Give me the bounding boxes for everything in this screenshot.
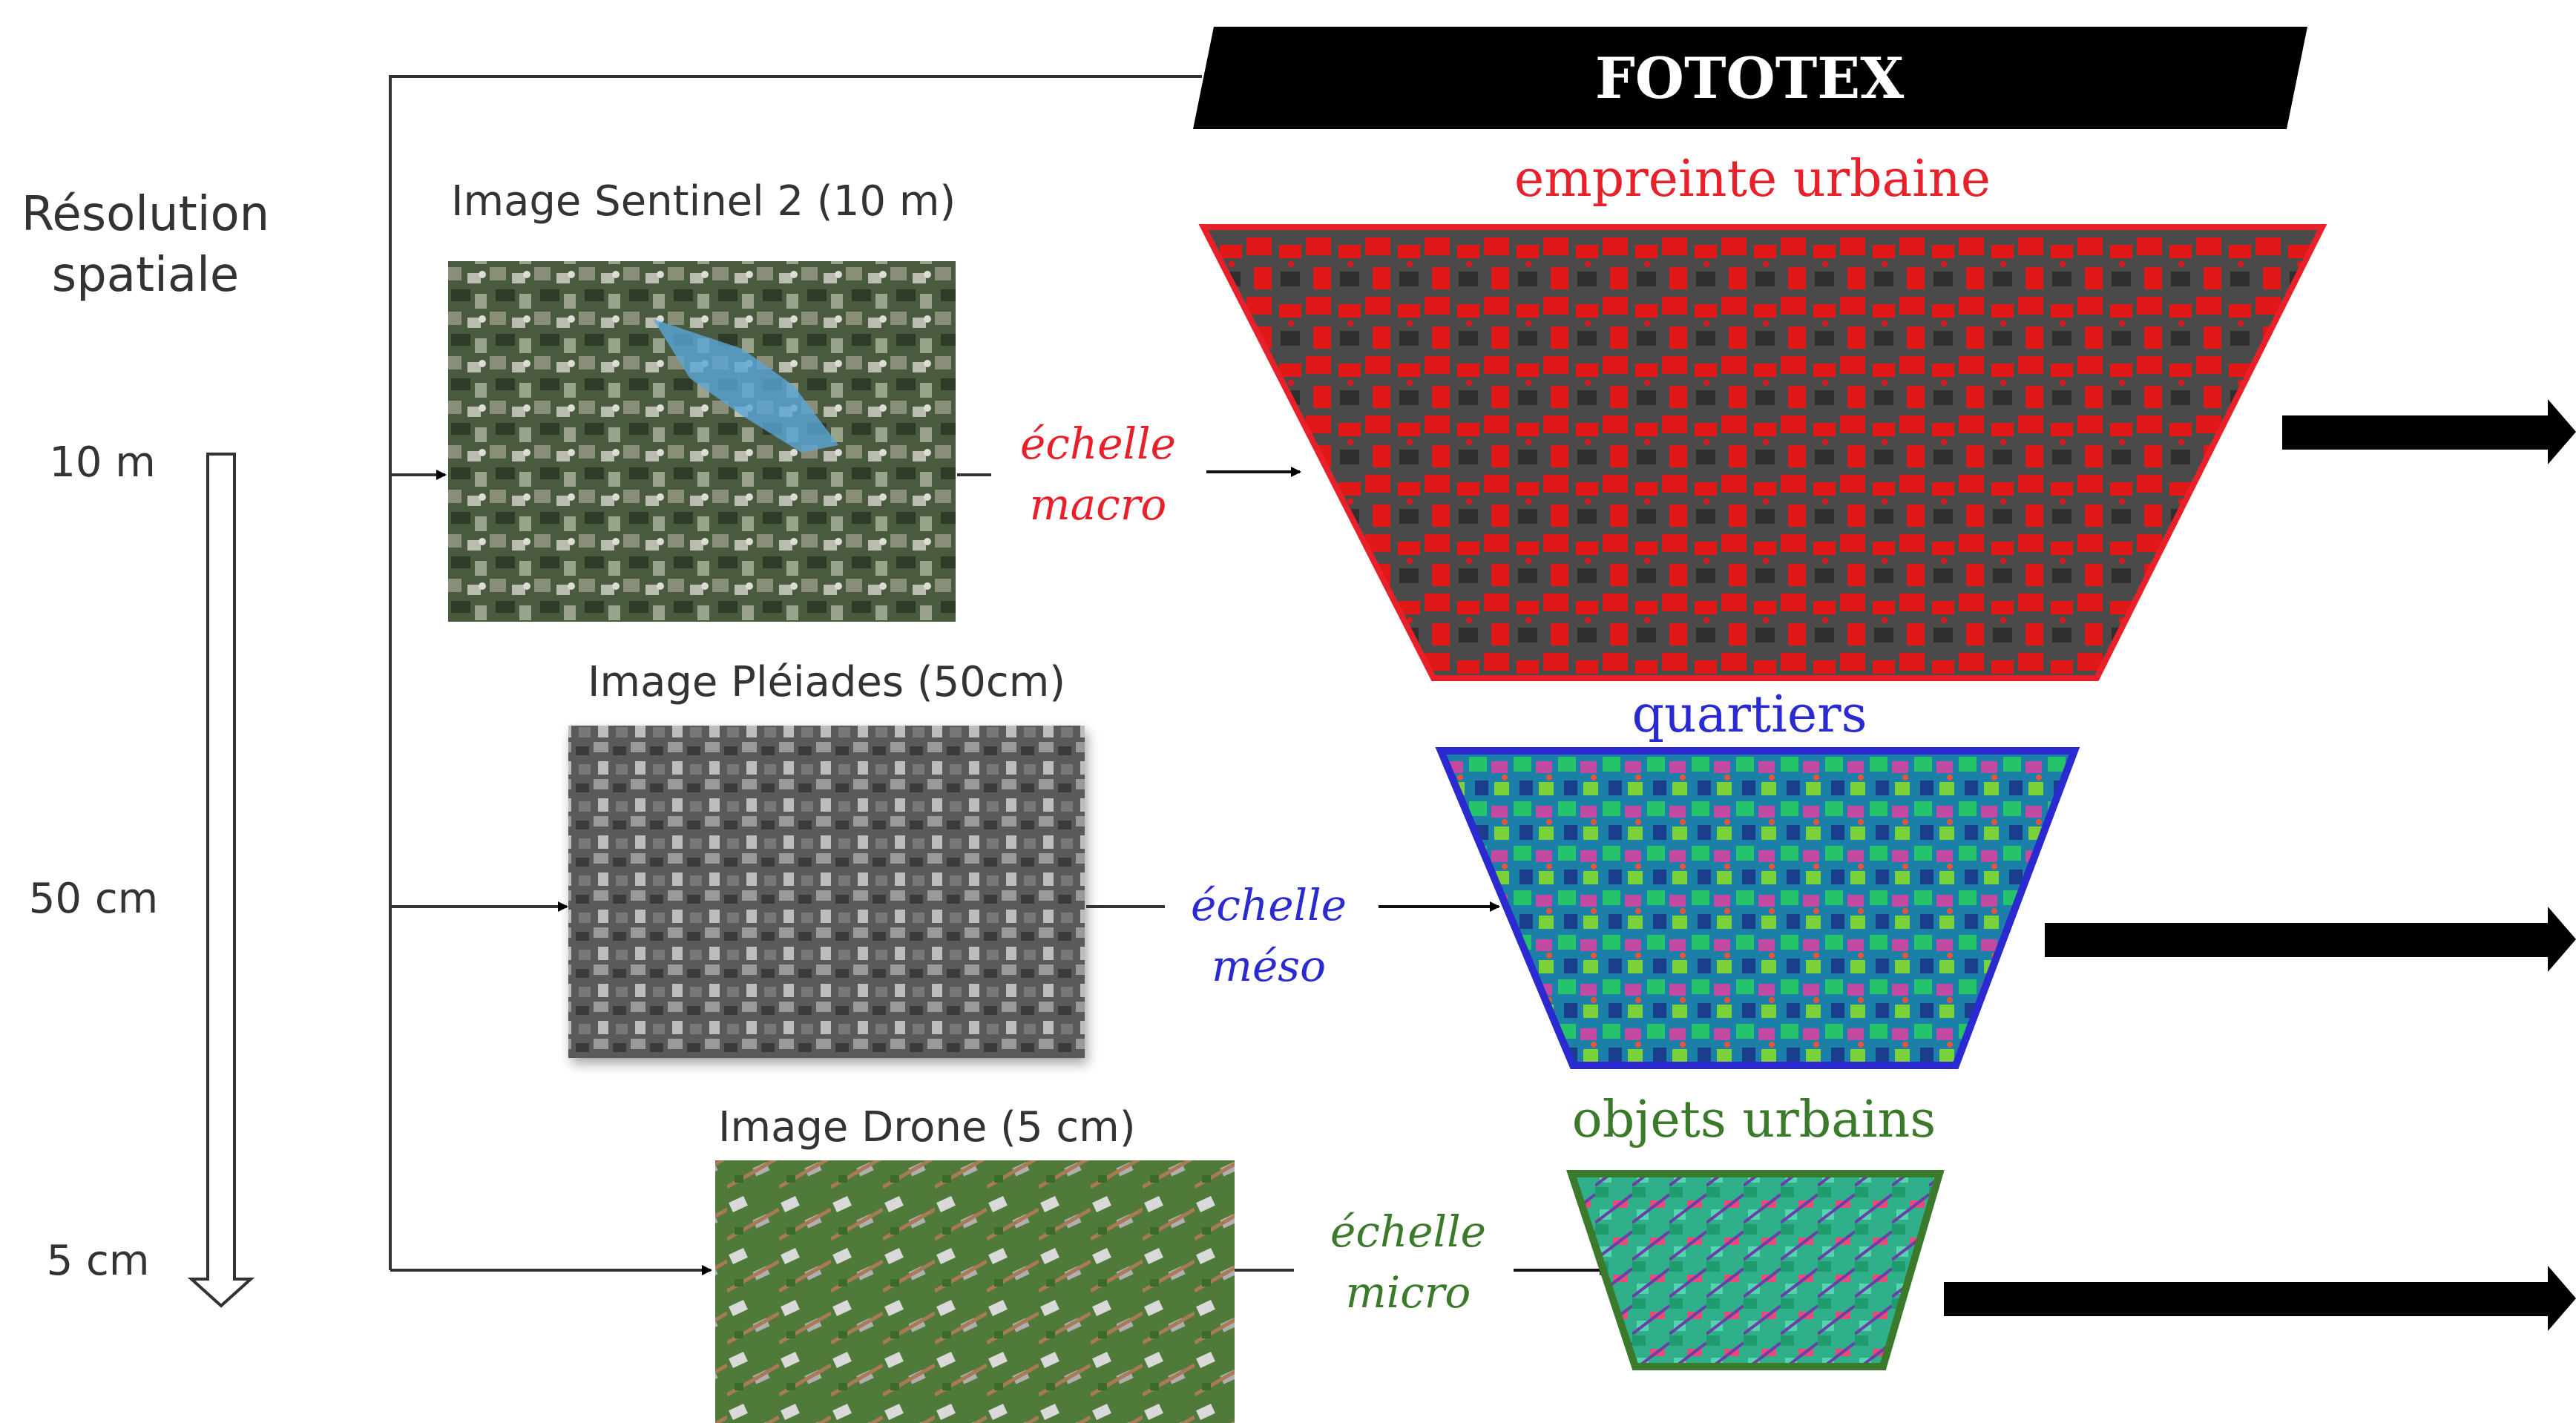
scale-macro: échelle macro [1020,418,1176,530]
fototex-banner: FOTOTEX [1193,27,2307,129]
source-pleiades-label: Image Pléiades (50cm) [588,658,1065,706]
scale-meso-line1: échelle [1191,880,1347,930]
right-arrows [1944,399,2576,1331]
banner-shape [1193,27,2307,129]
output-meso-title: quartiers [1632,686,1867,744]
source-sentinel: Image Sentinel 2 (10 m) [448,177,956,622]
banner-title: FOTOTEX [1595,45,1904,111]
output-micro: objets urbains [1566,1091,1945,1370]
axis-tick-10m: 10 m [49,438,156,487]
right-arrow-icon-3 [1944,1266,2576,1331]
image-to-scale-lines [957,473,1294,1272]
pleiades-image [568,726,1085,1058]
axis-title-line1: Résolution [22,187,269,242]
output-meso: quartiers [1435,686,2080,1069]
right-arrow-icon-2 [2045,907,2576,972]
output-micro-image [1566,1170,1945,1370]
sentinel-image [448,261,956,622]
source-sentinel-label: Image Sentinel 2 (10 m) [451,177,956,226]
down-arrow-icon [187,453,255,1308]
source-pleiades: Image Pléiades (50cm) [568,658,1085,1058]
source-drone: Image Drone (5 cm) [715,1103,1235,1423]
connector-lines [389,75,1202,1275]
axis-tick-5cm: 5 cm [47,1237,150,1285]
output-macro-title: empreinte urbaine [1514,150,1991,208]
right-arrow-icon-1 [2282,399,2576,464]
scale-meso: échelle méso [1191,880,1347,991]
sentinel-lake [653,319,838,453]
scale-macro-line2: macro [1030,479,1167,530]
scale-meso-line2: méso [1212,941,1326,991]
output-micro-title: objets urbains [1572,1091,1936,1149]
output-meso-image [1435,747,2080,1069]
scale-macro-line1: échelle [1020,418,1176,469]
output-macro-image [1198,224,2327,681]
resolution-axis: Résolution spatiale 10 m 50 cm 5 cm [22,187,269,1308]
scale-micro: échelle micro [1330,1206,1486,1318]
drone-image [715,1160,1235,1423]
output-macro: empreinte urbaine [1198,150,2327,681]
scale-to-output-arrows [1206,467,1610,1275]
scale-micro-line2: micro [1346,1267,1471,1318]
scale-micro-line1: échelle [1330,1206,1486,1257]
axis-title-line2: spatiale [52,248,239,303]
axis-tick-50cm: 50 cm [29,875,158,923]
source-drone-label: Image Drone (5 cm) [718,1103,1136,1151]
